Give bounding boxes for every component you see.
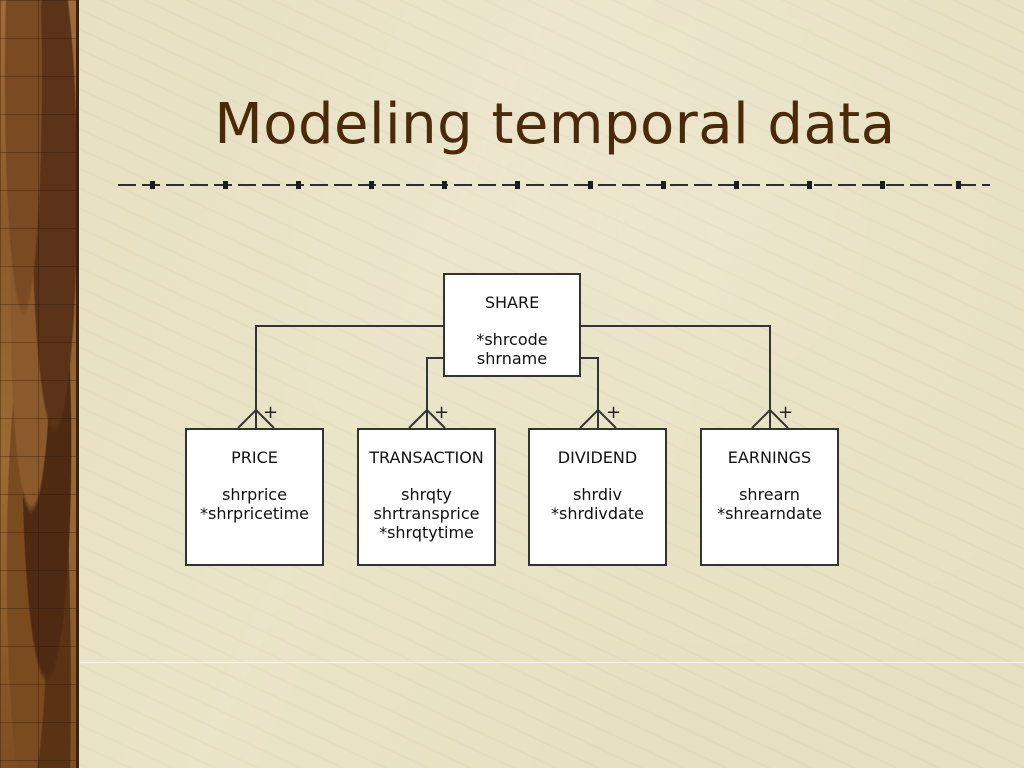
attribute: shrdiv [573, 485, 622, 504]
line-share-price [255, 325, 444, 428]
entity-transaction: TRANSACTION shrqty shrtransprice *shrqty… [357, 428, 496, 566]
attribute: shrearn [739, 485, 800, 504]
title-divider [118, 181, 990, 189]
entity-name: TRANSACTION [369, 448, 484, 467]
side-bar-edge [76, 0, 79, 768]
entity-attributes: shrqty shrtransprice *shrqtytime [359, 485, 494, 542]
attribute: shrtransprice [373, 504, 480, 523]
side-bar-grid [0, 0, 78, 768]
attribute: shrname [476, 349, 548, 368]
slide-title: Modeling temporal data [214, 92, 896, 157]
entity-name: SHARE [484, 293, 540, 312]
crows-foot-earnings [751, 408, 789, 429]
entity-name: DIVIDEND [557, 448, 638, 467]
attribute: *shrcode [476, 330, 548, 349]
entity-dividend: DIVIDEND shrdiv *shrdivdate [528, 428, 667, 566]
line-share-earnings [580, 325, 771, 428]
attribute: shrqty [401, 485, 452, 504]
attribute: *shrqtytime [379, 523, 474, 542]
cardinality-transaction: + [434, 402, 449, 423]
entity-earnings: EARNINGS shrearn *shrearndate [700, 428, 839, 566]
entity-attributes: *shrcode shrname [445, 330, 579, 368]
entity-attributes: shrprice *shrpricetime [187, 485, 322, 523]
line-share-transaction [426, 357, 444, 428]
entity-price: PRICE shrprice *shrpricetime [185, 428, 324, 566]
line-share-dividend [580, 357, 599, 428]
cardinality-earnings: + [778, 402, 793, 423]
decorative-side-bar [0, 0, 78, 768]
attribute: *shrdivdate [551, 504, 644, 523]
crows-foot-transaction [408, 408, 446, 429]
attribute: shrprice [222, 485, 287, 504]
entity-name: PRICE [231, 448, 278, 467]
cardinality-price: + [263, 402, 278, 423]
footer-divider [80, 662, 1024, 663]
entity-attributes: shrdiv *shrdivdate [530, 485, 665, 523]
crows-foot-dividend [579, 408, 617, 429]
entity-name: EARNINGS [727, 448, 812, 467]
entity-share: SHARE *shrcode shrname [443, 273, 581, 377]
cardinality-dividend: + [606, 402, 621, 423]
crows-foot-price [237, 408, 275, 429]
attribute: *shrpricetime [199, 504, 310, 523]
attribute: *shrearndate [717, 504, 822, 523]
entity-attributes: shrearn *shrearndate [702, 485, 837, 523]
